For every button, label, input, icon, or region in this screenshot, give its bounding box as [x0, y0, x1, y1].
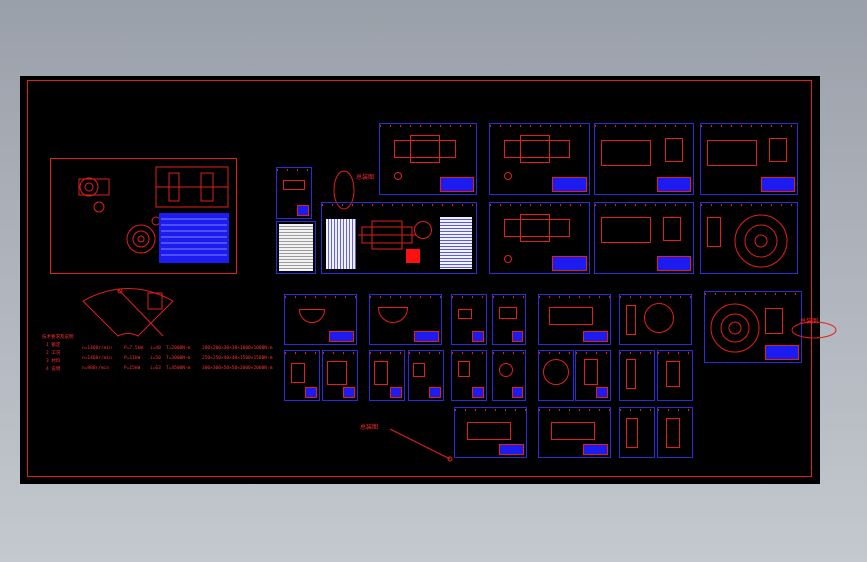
drawing-sheet[interactable] [379, 123, 477, 195]
notes-cell: i=40 [150, 346, 161, 351]
drawing-sheet[interactable] [594, 202, 694, 274]
drawing-sheet[interactable] [700, 123, 798, 195]
cad-drawing-canvas[interactable]: 技术要求及说明 1 额定 2 工况 3 材料 4 说明 n=1460r/min … [20, 76, 837, 484]
drawing-border-frame [27, 80, 812, 477]
drawing-sheet[interactable] [408, 350, 444, 401]
notes-cell: T=3000N·m [166, 356, 191, 361]
drawing-sheet[interactable] [594, 123, 694, 195]
drawing-sheet[interactable] [619, 407, 655, 458]
notes-line: 3 材料 [46, 359, 61, 364]
drawing-sheet[interactable] [704, 291, 802, 363]
callout-label: 总装图 [356, 174, 375, 181]
drawing-sheet[interactable] [538, 294, 611, 345]
drawing-sheet[interactable] [322, 350, 358, 401]
notes-cell: T=4500N·m [166, 366, 191, 371]
drawing-sheet[interactable] [657, 407, 693, 458]
drawing-sheet[interactable] [489, 202, 590, 274]
notes-line: 2 工况 [46, 351, 61, 356]
notes-cell: n=980r/min [82, 366, 110, 371]
drawing-sheet[interactable] [538, 350, 574, 401]
drawing-sheet[interactable] [284, 350, 320, 401]
drawing-sheet[interactable] [454, 407, 527, 458]
drawing-sheet[interactable] [538, 407, 611, 458]
drawing-sheet[interactable] [700, 202, 798, 274]
technical-notes: 技术要求及说明 1 额定 2 工况 3 材料 4 说明 n=1460r/min … [42, 334, 302, 404]
flange-part-icon [710, 303, 760, 353]
assembly-drawing-icon [78, 166, 229, 263]
notes-cell: i=50 [150, 356, 161, 361]
bom-sheet[interactable] [276, 221, 316, 274]
callout-leader [389, 428, 453, 462]
sector-plate-drawing [82, 288, 174, 337]
callout-ellipse [791, 321, 837, 339]
notes-cell: T=2000N·m [166, 346, 191, 351]
drawing-sheet[interactable] [451, 350, 487, 401]
notes-header: 技术要求及说明 [42, 335, 74, 340]
notes-line: 4 说明 [46, 367, 61, 372]
notes-cell: 200×200×30×30×1000×1000N·m [202, 346, 273, 351]
drawing-sheet[interactable] [657, 350, 693, 401]
general-assembly-sheet[interactable] [321, 202, 477, 274]
notes-cell: P=15kW [124, 366, 141, 371]
drawing-sheet[interactable] [619, 294, 692, 345]
drawing-sheet[interactable] [276, 167, 312, 219]
notes-cell: i=63 [150, 366, 161, 371]
notes-cell: P=7.5kW [124, 346, 143, 351]
drawing-sheet[interactable] [492, 294, 526, 345]
shaft-part-icon [358, 220, 416, 250]
gear-part-icon [734, 214, 788, 268]
notes-cell: P=11kW [124, 356, 141, 361]
drawing-sheet[interactable] [451, 294, 487, 345]
drawing-sheet[interactable] [619, 350, 655, 401]
notes-cell: 300×300×50×50×2000×2000N·m [202, 366, 273, 371]
drawing-sheet[interactable] [489, 123, 590, 195]
notes-cell: 250×250×40×40×1500×1500N·m [202, 356, 273, 361]
drawing-sheet[interactable] [284, 294, 357, 345]
notes-cell: n=1460r/min [82, 356, 112, 361]
drawing-sheet[interactable] [369, 350, 405, 401]
notes-cell: n=1460r/min [82, 346, 112, 351]
callout-label: 总装图 [360, 424, 379, 431]
drawing-sheet[interactable] [575, 350, 611, 401]
drawing-sheet[interactable] [369, 294, 442, 345]
notes-line: 1 额定 [46, 343, 61, 348]
drawing-sheet[interactable] [492, 350, 526, 401]
assembly-overview-sheet[interactable] [50, 158, 237, 274]
callout-ellipse [333, 170, 355, 210]
callout-label: 总装图 [800, 318, 819, 325]
